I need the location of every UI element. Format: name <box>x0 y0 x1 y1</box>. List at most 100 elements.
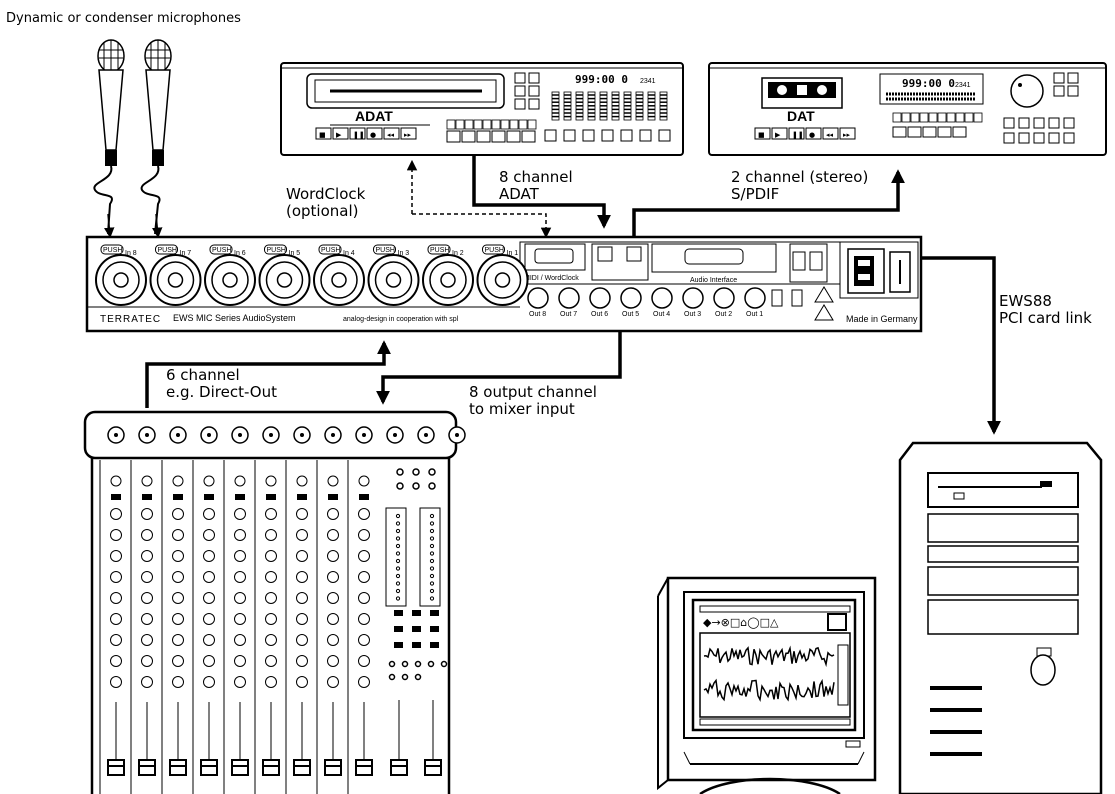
output-jack: Out 3 <box>682 287 704 318</box>
adat-level-meters <box>551 91 668 121</box>
input-label: In 6 <box>234 250 246 257</box>
adat-bottom-buttons <box>446 129 671 143</box>
computer-tower <box>898 441 1103 794</box>
push-label: PUSH <box>376 247 395 254</box>
adat-transport-buttons: ■▶❚❚●◂◂▸▸ <box>315 127 417 140</box>
toolbar-icons: ◆→⊗□⌂◯□△ <box>703 616 779 629</box>
push-label: PUSH <box>267 247 286 254</box>
mixer-master-section <box>385 468 448 776</box>
computer-monitor: ◆→⊗□⌂◯□△ <box>657 576 877 794</box>
audio-waveform-2 <box>703 678 835 702</box>
adat-connection <box>472 155 611 229</box>
microphone-2 <box>140 39 172 235</box>
input-label: In 4 <box>343 250 355 257</box>
adat-recorder: ADAT ■▶❚❚●◂◂▸▸ 999:00 0 2341 <box>280 62 684 156</box>
input-label: In 1 <box>507 250 519 257</box>
microphone-1 <box>93 39 125 235</box>
dat-jog-wheel <box>1010 74 1044 108</box>
svg-text:●: ● <box>809 131 815 139</box>
output-label: Out 3 <box>684 311 701 318</box>
rack-output-jacks: Out 8 Out 7 Out 6 Out 5 Out 4 Out 3 Out 2 Out 1 <box>527 287 766 318</box>
direct-out-label-1: 6 channel <box>166 366 240 384</box>
svg-text:●: ● <box>370 131 376 139</box>
svg-text:■: ■ <box>758 131 765 139</box>
ews-mic-rack-unit: MIDI / WordClock Audio Interface Made in… <box>85 235 923 333</box>
dat-counter: 999:00 0 <box>902 77 955 90</box>
wordclock-label-1: WordClock <box>286 185 366 203</box>
svg-text:▶: ▶ <box>336 131 342 139</box>
mixing-console <box>83 410 466 794</box>
input-label: In 2 <box>452 250 464 257</box>
svg-text:❚❚: ❚❚ <box>792 131 804 139</box>
midi-wordclock-label: MIDI / WordClock <box>524 275 579 282</box>
wordclock-label-2: (optional) <box>286 202 359 220</box>
svg-text:◂◂: ◂◂ <box>387 131 395 139</box>
adat-counter-small: 2341 <box>640 78 656 85</box>
direct-out-connection <box>145 340 391 408</box>
output-jack: Out 1 <box>744 287 766 318</box>
spdif-connection-label-1: 2 channel (stereo) <box>731 168 868 186</box>
credit-label: analog-design in cooperation with spl <box>343 316 459 323</box>
output-label: Out 8 <box>529 311 546 318</box>
svg-text:▸▸: ▸▸ <box>843 131 851 139</box>
audio-interface-label: Audio Interface <box>690 277 737 284</box>
svg-text:▶: ▶ <box>775 131 781 139</box>
push-label: PUSH <box>321 247 340 254</box>
series-label: EWS MIC Series AudioSystem <box>173 313 296 323</box>
input-label: In 7 <box>180 250 192 257</box>
output-label: Out 2 <box>715 311 732 318</box>
output-label: Out 4 <box>653 311 670 318</box>
ews88-label-1: EWS88 <box>999 292 1052 310</box>
input-label: In 8 <box>125 250 137 257</box>
push-label: PUSH <box>430 247 449 254</box>
adat-device-name: ADAT <box>355 108 393 124</box>
svg-text:◂◂: ◂◂ <box>826 131 834 139</box>
mixer-input-label-1: 8 output channel <box>469 383 597 401</box>
dat-transport-buttons: ■ ▶ ❚❚ ● ◂◂ ▸▸ <box>754 127 856 140</box>
output-jack: Out 7 <box>558 287 580 318</box>
spdif-connection <box>632 169 905 240</box>
brand-label: TERRATEC <box>100 314 161 325</box>
svg-text:▸▸: ▸▸ <box>404 131 412 139</box>
adat-counter: 999:00 0 <box>575 73 628 86</box>
svg-text:❚❚: ❚❚ <box>353 131 365 139</box>
output-jack: Out 5 <box>620 287 642 318</box>
diagram-title: Dynamic or condenser microphones <box>6 11 241 26</box>
dat-device-name: DAT <box>787 108 815 124</box>
output-jack: Out 8 <box>527 287 549 318</box>
push-label: PUSH <box>103 247 122 254</box>
output-jack: Out 2 <box>713 287 735 318</box>
adat-connection-label-1: 8 channel <box>499 168 573 186</box>
dat-bottom-buttons <box>892 117 1075 144</box>
direct-out-label-2: e.g. Direct-Out <box>166 383 277 401</box>
mixer-input-label-2: to mixer input <box>469 400 575 418</box>
push-label: PUSH <box>212 247 231 254</box>
output-label: Out 6 <box>591 311 608 318</box>
dat-counter-small: 2341 <box>955 82 971 89</box>
input-label: In 5 <box>289 250 301 257</box>
push-label: PUSH <box>158 247 177 254</box>
mixer-output-connection <box>376 329 622 405</box>
output-label: Out 7 <box>560 311 577 318</box>
dat-recorder: DAT ■ ▶ ❚❚ ● ◂◂ ▸▸ 999:00 0 2341 <box>708 62 1107 156</box>
spdif-connection-label-2: S/PDIF <box>731 185 779 203</box>
audio-waveform-1 <box>703 645 835 668</box>
mixer-channel-strips <box>99 460 373 794</box>
push-label: PUSH <box>485 247 504 254</box>
adat-connection-label-2: ADAT <box>499 185 540 203</box>
adat-number-buttons <box>446 119 537 130</box>
input-label: In 3 <box>398 250 410 257</box>
output-label: Out 5 <box>622 311 639 318</box>
ews88-label-2: PCI card link <box>999 309 1092 327</box>
dat-number-buttons <box>892 112 983 123</box>
